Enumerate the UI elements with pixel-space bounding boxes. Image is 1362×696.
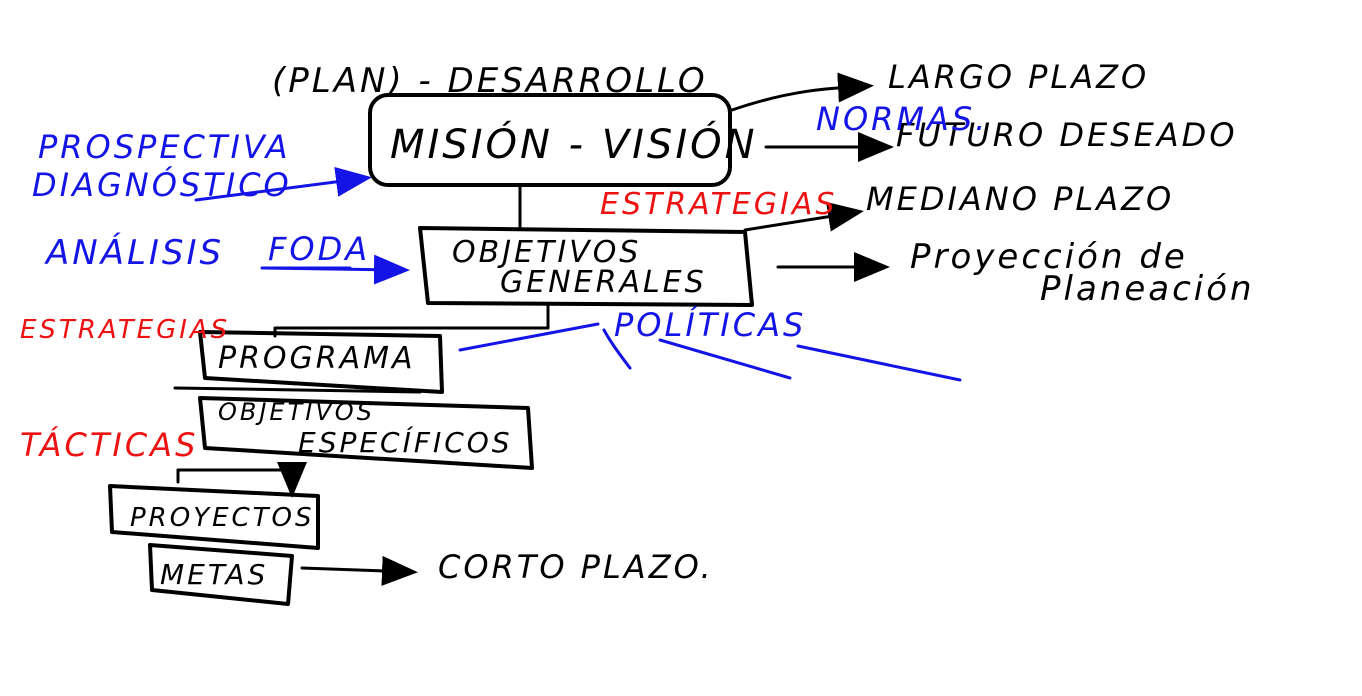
metas-label: METAS (160, 558, 268, 591)
foda-label: FODA (268, 230, 370, 268)
mision-vision-label: MISIÓN - VISIÓN (390, 120, 758, 168)
arrow-largo-plazo (730, 72, 874, 112)
objetivos-generales-line2: GENERALES (500, 265, 707, 300)
connector-objetivos-programa (273, 303, 550, 338)
objetivos-especificos-box (198, 396, 534, 470)
proyeccion-line2: Planeación (1040, 269, 1255, 309)
arrow-diagnostico-mision (194, 166, 372, 202)
estrategias-top-label: ESTRATEGIAS (600, 187, 837, 222)
futuro-deseado-label: FUTURO DESEADO (896, 116, 1238, 154)
arrow-metas-corto (300, 555, 418, 586)
politicas-line-down (602, 328, 632, 370)
proyectos-label: PROYECTOS (130, 503, 315, 533)
politicas-label: POLÍTICAS (614, 306, 806, 344)
analisis-label: ANÁLISIS (44, 232, 224, 273)
largo-plazo-label: LARGO PLAZO (888, 58, 1149, 96)
arrow-mediano-plazo (743, 201, 864, 232)
proyectos-box (108, 484, 320, 550)
objetivos-generales-box (418, 226, 754, 307)
estrategias-left-label: ESTRATEGIAS (20, 315, 230, 345)
corto-plazo-label: CORTO PLAZO. (438, 548, 714, 586)
politicas-line-right (796, 344, 962, 382)
politicas-line-programa (458, 322, 600, 352)
tacticas-label: TÁCTICAS (20, 426, 198, 464)
programa-box (198, 330, 444, 394)
connector-especificos-proyectos (176, 462, 307, 498)
objetivos-generales-line1: OBJETIVOS (452, 235, 641, 270)
metas-box (148, 543, 294, 606)
programa-label: PROGRAMA (218, 341, 416, 376)
divider-programa (173, 386, 422, 394)
prospectiva-label: PROSPECTIVA (38, 128, 290, 166)
objetivos-especificos-line1: OBJETIVOS (218, 398, 375, 426)
arrow-foda-objetivos (260, 254, 410, 285)
normas-label: NORMAS. (816, 100, 988, 138)
mision-vision-box (368, 93, 732, 187)
proyeccion-line1: Proyección de (910, 237, 1188, 277)
politicas-line-mid (658, 338, 792, 380)
mediano-plazo-label: MEDIANO PLAZO (866, 180, 1174, 218)
objetivos-especificos-line2: ESPECÍFICOS (298, 425, 513, 459)
diagnostico-label: DIAGNÓSTICO (32, 165, 292, 204)
